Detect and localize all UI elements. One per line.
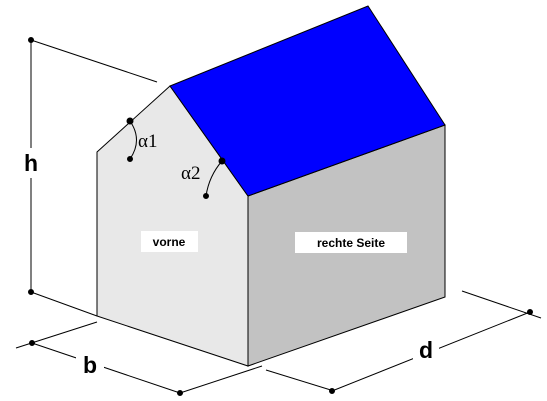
width-label: b (83, 352, 97, 378)
height-label-bg (18, 148, 44, 178)
depth-label: d (419, 337, 433, 363)
angle1-label: α1 (138, 131, 157, 152)
angle2-marker (203, 157, 226, 199)
angle2-label: α2 (181, 163, 200, 184)
width-label-bg (76, 349, 104, 377)
front-face-label-box (141, 231, 198, 252)
right-face-label-box (295, 232, 407, 253)
depth-label-bg (413, 335, 439, 365)
right-face-label: rechte Seite (317, 236, 385, 250)
height-dimension (28, 37, 158, 317)
front-face-label: vorne (153, 235, 186, 249)
width-dimension (15, 321, 263, 396)
angle1-marker (126, 117, 137, 162)
height-label: h (24, 150, 38, 176)
